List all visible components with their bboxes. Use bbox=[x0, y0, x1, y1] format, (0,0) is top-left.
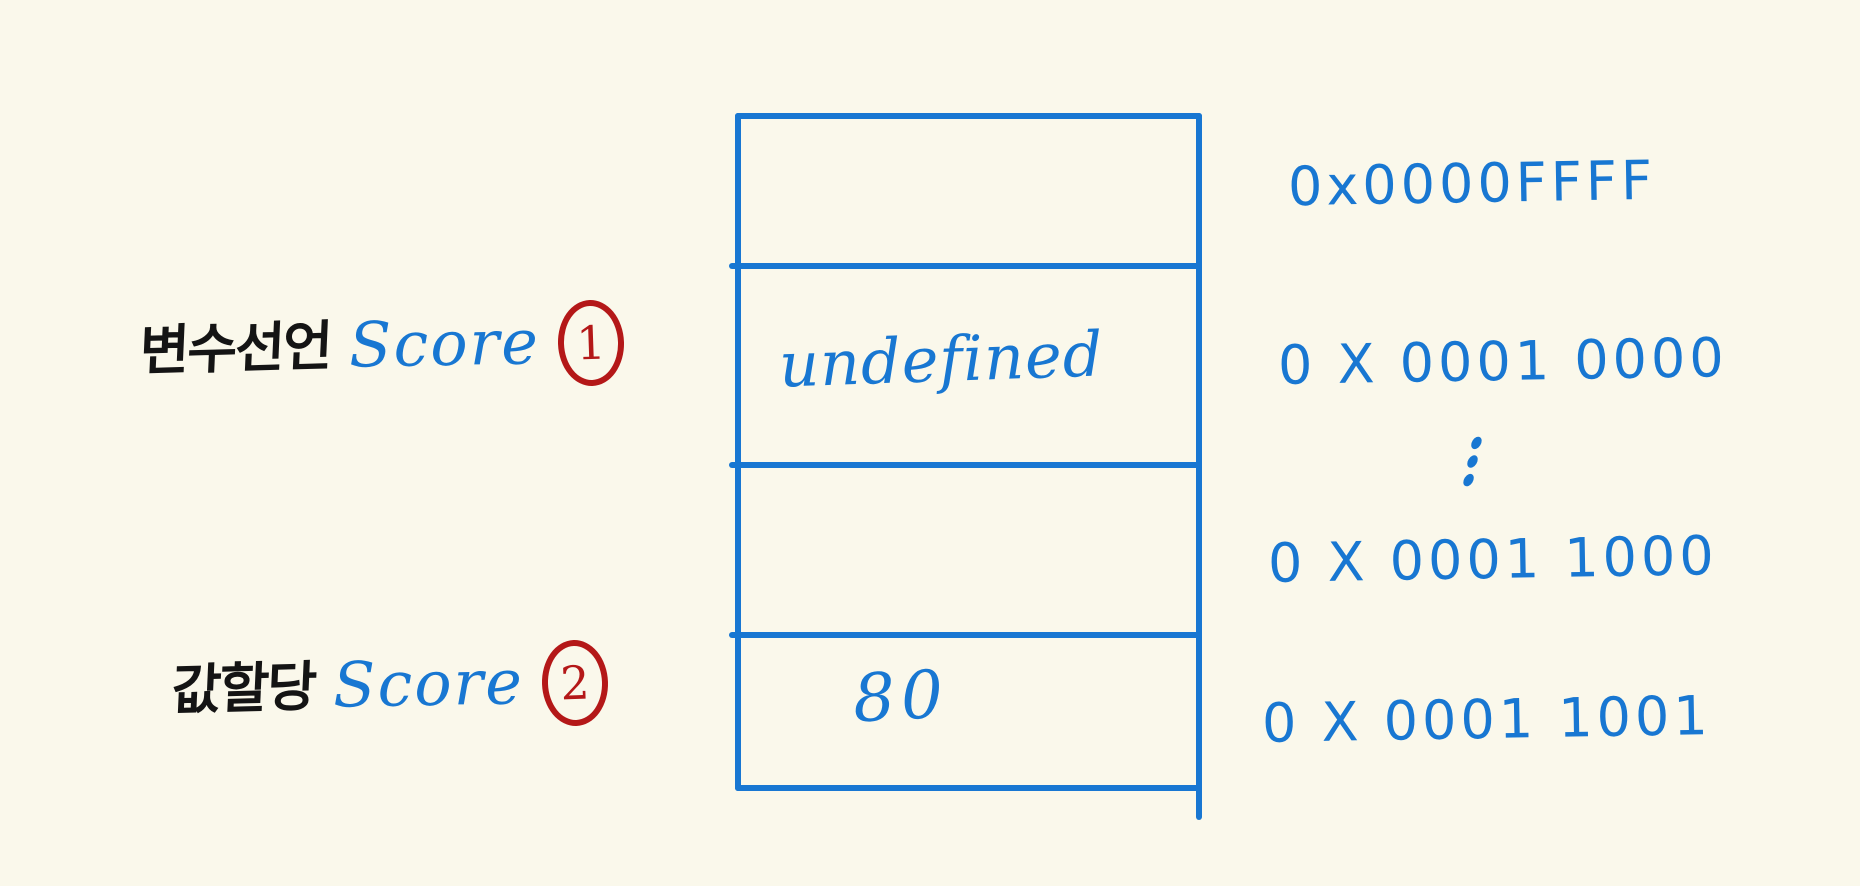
ellipsis-dot bbox=[1465, 453, 1480, 470]
annotation-row-declaration: 변수선언 Score 1 bbox=[138, 298, 626, 388]
table-border-left bbox=[735, 113, 741, 791]
korean-label-declaration: 변수선언 bbox=[138, 314, 333, 382]
step-badge-1: 1 bbox=[556, 298, 626, 388]
annotation-row-assignment: 값할당 Score 2 bbox=[170, 638, 610, 728]
memory-address-3: 0 X 0001 1001 bbox=[1261, 684, 1713, 755]
ellipsis-dot bbox=[1461, 471, 1476, 489]
memory-cell-value-1: undefined bbox=[777, 317, 1105, 402]
memory-address-2: 0 X 0001 1000 bbox=[1267, 524, 1719, 595]
memory-address-0: 0x0000FFFF bbox=[1287, 148, 1657, 219]
address-ellipsis bbox=[1461, 428, 1484, 495]
table-border-bottom bbox=[735, 785, 1202, 791]
memory-table: undefined 80 bbox=[729, 113, 1202, 820]
korean-label-assignment: 값할당 bbox=[170, 654, 317, 722]
table-border-right bbox=[1196, 113, 1202, 820]
variable-name-assignment: Score bbox=[332, 644, 525, 722]
variable-name-declaration: Score bbox=[348, 304, 541, 382]
memory-address-1: 0 X 0001 0000 bbox=[1277, 326, 1729, 397]
step-badge-2: 2 bbox=[540, 638, 610, 728]
table-divider-1 bbox=[729, 263, 1202, 269]
ellipsis-dot bbox=[1469, 434, 1484, 452]
memory-cell-value-3: 80 bbox=[851, 655, 951, 738]
table-border-top bbox=[735, 113, 1202, 119]
table-divider-2 bbox=[729, 462, 1202, 468]
table-divider-3 bbox=[729, 632, 1202, 638]
